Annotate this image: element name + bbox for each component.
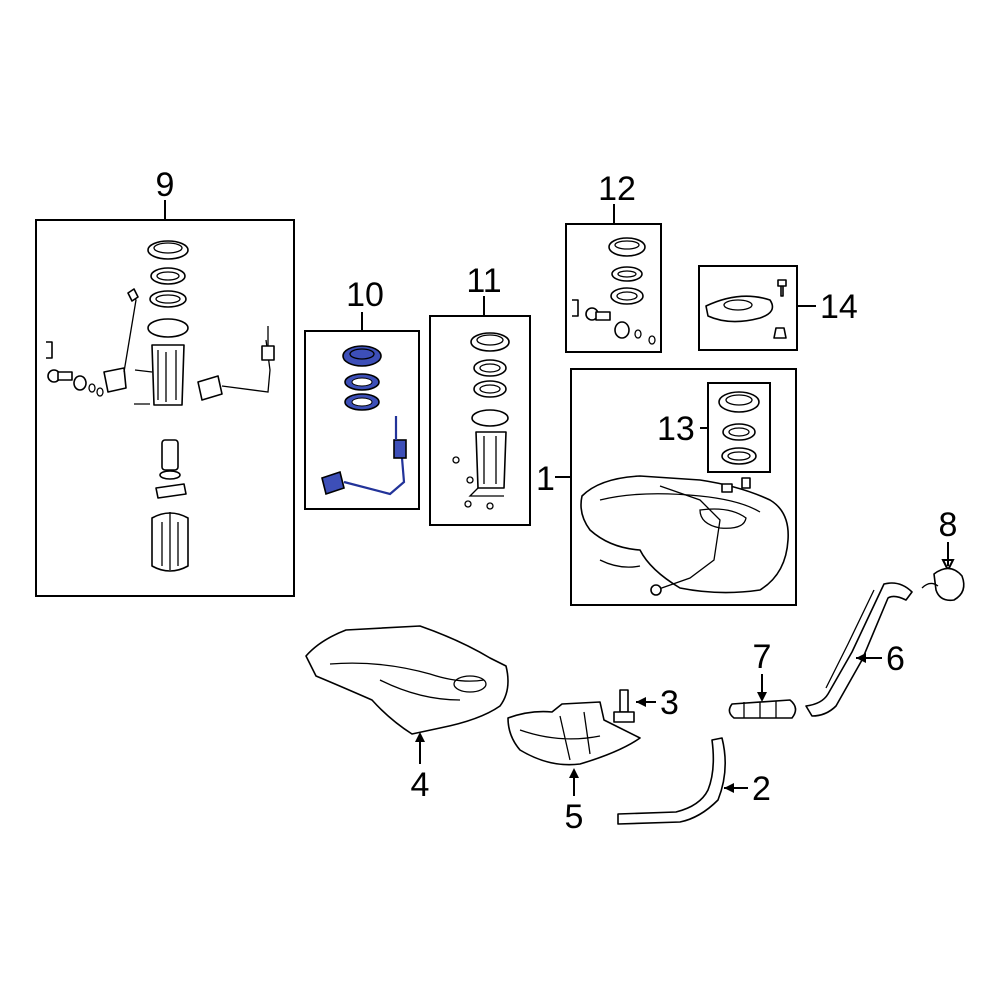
callout-5[interactable]: 5 <box>565 798 584 836</box>
lock-ring <box>147 240 189 260</box>
tank-guard <box>507 701 641 766</box>
filler-hose <box>728 699 797 719</box>
part-2-tank-strap: 2 <box>617 737 771 825</box>
part-7-hose: 7 <box>728 638 797 719</box>
group-10-sender-unit: 10 <box>304 276 420 510</box>
callout-13[interactable]: 13 <box>657 410 695 448</box>
seal-ring <box>722 423 756 441</box>
grommet <box>614 321 630 339</box>
group-14-box <box>698 265 798 351</box>
pump-flange <box>147 318 189 338</box>
clip <box>572 299 579 317</box>
screw <box>777 279 787 297</box>
pump-connector <box>103 367 127 393</box>
access-cover <box>705 295 774 323</box>
callout-8[interactable]: 8 <box>939 506 958 544</box>
callout-6[interactable]: 6 <box>886 640 905 678</box>
sender-float-highlighted <box>321 470 345 496</box>
level-sender-float <box>197 375 223 401</box>
group-11-pump-module: 11 <box>429 262 531 526</box>
bolt-head <box>613 711 635 723</box>
seal-ring <box>473 359 507 377</box>
callout-11[interactable]: 11 <box>466 262 501 300</box>
gasket-ring <box>149 290 187 308</box>
gasket-ring <box>610 287 644 305</box>
clip <box>46 341 53 359</box>
fuel-tank-body <box>580 475 789 594</box>
callout-9[interactable]: 9 <box>156 166 175 204</box>
callout-1[interactable]: 1 <box>536 460 555 498</box>
pump-body <box>475 431 507 489</box>
lock-ring <box>470 332 510 352</box>
group-11-box <box>429 315 531 526</box>
part-4-tank-shield: 4 <box>305 625 509 804</box>
group-9-fuel-pump-assembly: 9 <box>35 166 295 597</box>
seal-ring <box>611 266 643 282</box>
bolt-shank <box>619 689 629 713</box>
filler-pipe <box>805 582 913 717</box>
callout-7[interactable]: 7 <box>753 638 772 676</box>
filler-pipe-line <box>655 485 721 591</box>
callout-14[interactable]: 14 <box>820 288 858 326</box>
part-8-filler-cap: 8 <box>921 506 965 602</box>
group-12-seal-kit: 12 <box>565 170 662 353</box>
pump-bracket <box>155 483 187 499</box>
callout-4[interactable]: 4 <box>411 766 430 804</box>
grommet-clip <box>773 327 787 339</box>
callout-10[interactable]: 10 <box>346 276 384 314</box>
tank-shield <box>305 625 509 735</box>
group-1-fuel-tank: 1 13 <box>536 368 797 606</box>
callout-3[interactable]: 3 <box>660 684 679 722</box>
tank-strap <box>617 737 726 825</box>
gasket-ring <box>721 447 757 465</box>
part-5-tank-guard: 5 <box>507 701 641 836</box>
gasket-ring <box>473 380 507 398</box>
callout-12[interactable]: 12 <box>598 170 636 208</box>
group-1-box <box>570 368 797 606</box>
part-6-filler-pipe: 6 <box>805 582 913 717</box>
callout-2[interactable]: 2 <box>752 770 771 808</box>
filler-cap <box>933 567 965 602</box>
pump-flange <box>471 409 509 427</box>
sender-arm-highlighted <box>343 457 406 496</box>
grommet <box>73 375 87 391</box>
pump-module-body <box>151 344 185 406</box>
part-3-bolt: 3 <box>613 684 679 723</box>
fuel-pump-motor <box>161 439 179 471</box>
group-14-pump-cover: 14 <box>698 265 858 351</box>
seal-ring <box>150 267 186 285</box>
